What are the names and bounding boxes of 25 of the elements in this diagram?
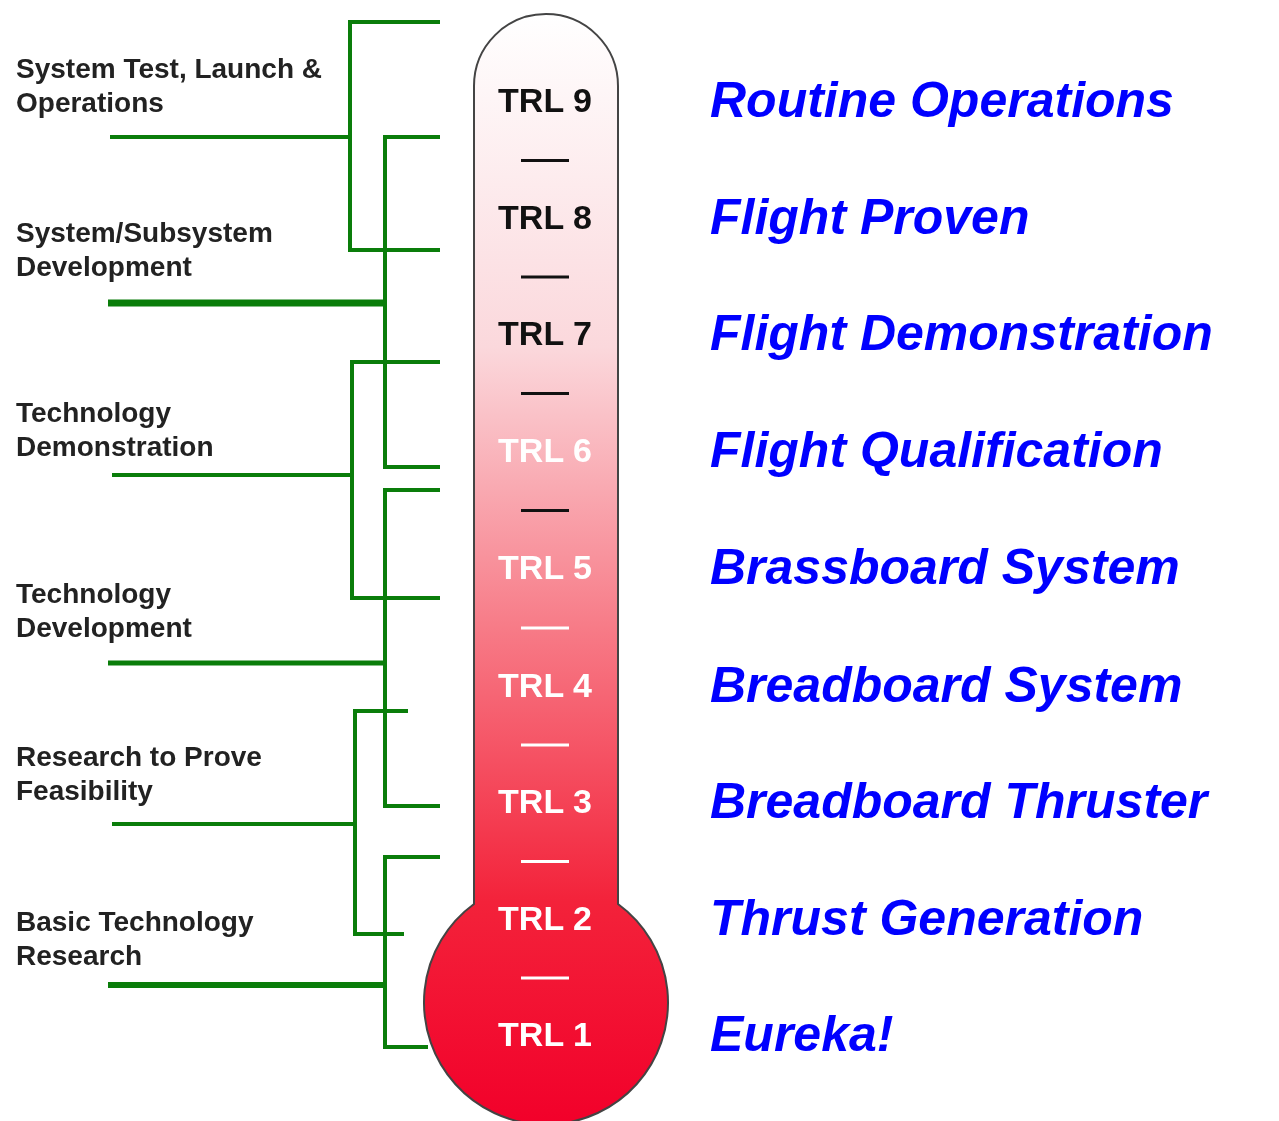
level-label: TRL 2 [497, 898, 593, 938]
phase-label: System/Subsystem Development [16, 216, 274, 284]
level-description: Thrust Generation [710, 889, 1144, 948]
level-label: TRL 1 [497, 1014, 593, 1054]
level-description: Eureka! [710, 1005, 894, 1064]
level-description: Flight Demonstration [710, 304, 1213, 363]
level-label: TRL 6 [497, 430, 593, 470]
level-label: TRL 7 [497, 313, 593, 353]
level-label: TRL 9 [497, 80, 593, 120]
level-description: Breadboard Thruster [710, 772, 1208, 831]
phase-label: Basic Technology Research [16, 905, 255, 973]
thermometer [423, 14, 667, 1120]
level-label: TRL 3 [497, 781, 593, 821]
level-description: Brassboard System [710, 538, 1180, 597]
level-description: Routine Operations [710, 71, 1174, 130]
level-label: TRL 8 [497, 197, 593, 237]
level-description: Flight Qualification [710, 421, 1163, 480]
phase-label: Research to Prove Feasibility [16, 740, 263, 808]
phase-label: Technology Demonstration [16, 396, 215, 464]
level-description: Flight Proven [710, 188, 1030, 247]
phase-label: Technology Development [16, 577, 193, 645]
level-description: Breadboard System [710, 656, 1183, 715]
phase-label: System Test, Launch & Operations [16, 52, 323, 120]
level-label: TRL 4 [497, 665, 593, 705]
level-label: TRL 5 [497, 547, 593, 587]
